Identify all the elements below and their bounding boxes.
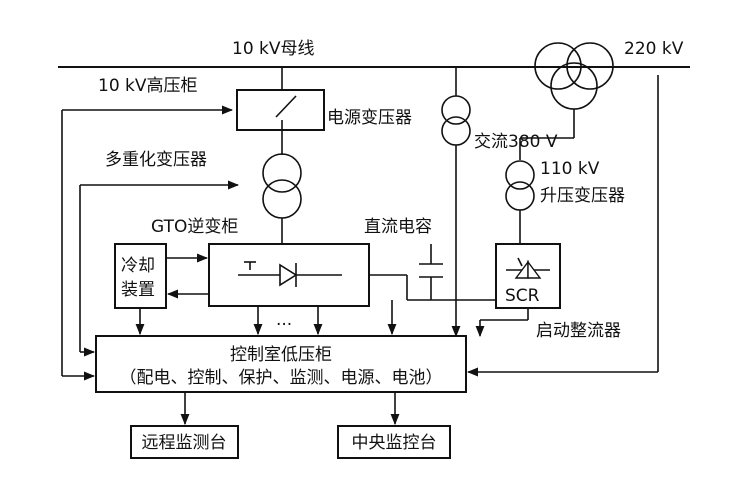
label-hv-cabinet: 10 kV高压柜 (98, 76, 198, 96)
label-cooling-2: 装置 (121, 280, 155, 300)
remote-monitor-box (130, 425, 239, 459)
label-bus-10kv: 10 kV母线 (232, 39, 315, 59)
label-control-2: （配电、控制、保护、监测、电源、电池） (120, 368, 443, 388)
central-console-box (337, 425, 451, 459)
boost-transformer-icon (505, 160, 535, 211)
main-transformer-icon (534, 42, 614, 110)
label-control-1: 控制室低压柜 (230, 345, 332, 365)
label-220kv: 220 kV (624, 39, 684, 59)
label-dc-capacitor: 直流电容 (364, 217, 432, 237)
dc-capacitor-icon (419, 244, 443, 300)
label-central-console: 中央监控台 (352, 433, 437, 453)
control-room-box (95, 335, 467, 393)
label-start-rectifier: 启动整流器 (536, 321, 621, 341)
cooling-unit-box (114, 243, 167, 309)
label-power-transformer: 电源变压器 (327, 108, 412, 128)
label-cooling-1: 冷却 (121, 256, 155, 276)
power-transformer-icon (441, 95, 471, 146)
label-multi-transformer: 多重化变压器 (105, 150, 207, 170)
label-ellipsis: ··· (276, 315, 292, 335)
label-ac-380v: 交流380 V (474, 132, 558, 152)
label-gto-cabinet: GTO逆变柜 (151, 217, 238, 237)
label-boost-transformer: 升压变压器 (540, 186, 625, 206)
label-remote-monitor: 远程监测台 (142, 433, 227, 453)
scr-thyristor-icon (506, 257, 550, 279)
multi-transformer-icon (262, 153, 302, 219)
switch-icon (275, 95, 297, 130)
label-110kv: 110 kV (540, 159, 600, 179)
hv-cabinet-box (236, 89, 325, 131)
label-scr: SCR (505, 286, 540, 306)
gto-thyristor-icon (238, 261, 342, 287)
